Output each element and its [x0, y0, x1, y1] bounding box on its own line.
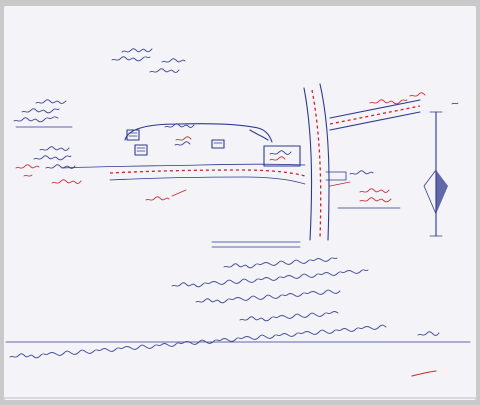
heading-scribble — [111, 48, 186, 73]
approach-lane — [51, 163, 306, 185]
main-road — [303, 83, 330, 241]
left-annotation-lower — [15, 146, 76, 177]
right-label-lower — [337, 188, 401, 209]
notes-block — [171, 241, 440, 336]
footer-note — [5, 324, 471, 377]
right-label-middle — [325, 170, 374, 187]
left-annotation-upper — [13, 99, 73, 128]
right-building-box — [263, 145, 301, 167]
central-structure — [174, 136, 225, 149]
scale-bar — [423, 102, 459, 237]
lower-left-label — [145, 189, 187, 201]
building-block-lower — [134, 144, 148, 156]
upper-right-road-branch — [329, 92, 426, 131]
compound-enclosure — [124, 123, 273, 143]
paper-sheet — [4, 6, 476, 400]
